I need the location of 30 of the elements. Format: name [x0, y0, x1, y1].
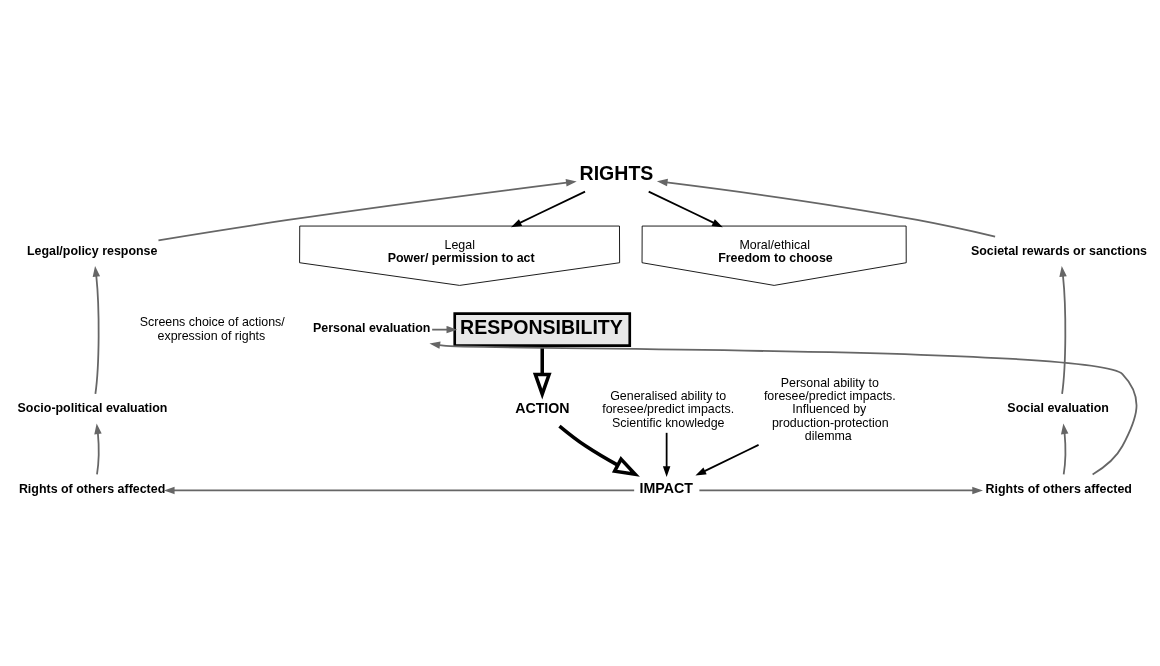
node-text: RIGHTS — [579, 161, 654, 184]
node-text: Legal/policy response — [26, 243, 158, 258]
arrow — [431, 325, 458, 334]
arrow — [558, 424, 640, 477]
arrow — [163, 486, 636, 495]
node-box: RESPONSIBILITY — [453, 312, 632, 347]
node-text: Personal evaluation — [313, 321, 431, 336]
node-text: Personal ability to foresee/predict impacts. Influenced by production-protection dilemma — [763, 375, 896, 443]
arrow — [510, 190, 586, 228]
arrow — [157, 179, 577, 242]
node-text: Rights of others affected — [18, 481, 166, 496]
node-text: ACTION — [515, 399, 570, 416]
arrow — [532, 345, 552, 400]
label: Screens choice of actions/ expression of rights — [139, 315, 285, 343]
node-text: Social evaluation — [1007, 401, 1109, 416]
node-text: IMPACT — [639, 479, 693, 496]
arrow — [662, 431, 671, 477]
node-text: Societal rewards or sanctions — [970, 243, 1147, 258]
node-text: Socio-political evaluation — [17, 401, 168, 416]
arrow — [695, 443, 760, 476]
arrow — [429, 341, 1138, 476]
arrow — [92, 266, 101, 395]
arrow — [656, 178, 996, 238]
arrow — [647, 190, 723, 228]
node-text: Generalised ability to foresee/predict impacts. Scientific knowledge — [602, 389, 735, 430]
arrow — [1059, 266, 1067, 395]
arrow — [94, 423, 102, 476]
arrow — [698, 486, 983, 495]
node-text: Rights of others affected — [985, 481, 1132, 496]
arrow — [1060, 423, 1069, 476]
